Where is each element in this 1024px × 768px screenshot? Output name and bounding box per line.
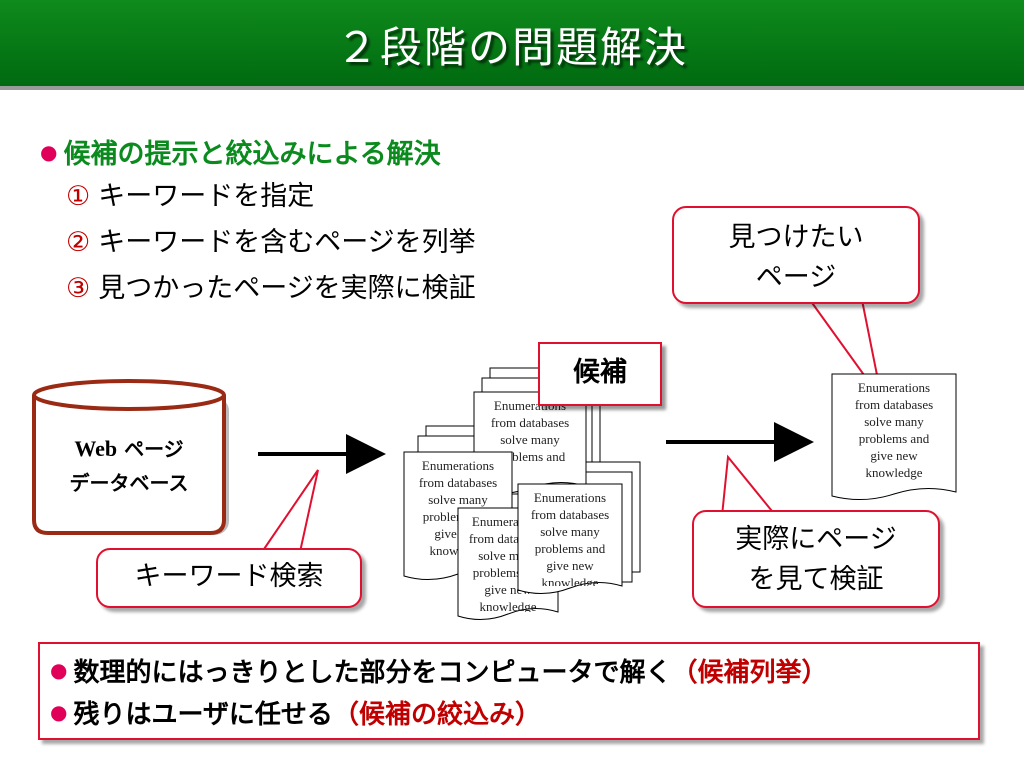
callout-line: 実際にページ	[735, 524, 897, 555]
title-bar: ２段階の問題解決	[0, 0, 1024, 86]
summary-highlight: （候補列挙）	[671, 658, 828, 688]
document-text-line: solve many	[428, 492, 488, 507]
callout-line: を見て検証	[748, 564, 884, 595]
summary-line-1: ●数理的にはっきりとした部分をコンピュータで解く（候補列挙）	[50, 652, 827, 689]
keyword-search-callout: キーワード検索	[96, 548, 362, 608]
verify-callout: 実際にページ を見て検証	[692, 510, 940, 608]
heading-text: 候補の提示と絞込みによる解決	[63, 139, 441, 170]
database-web-text: Web	[74, 436, 118, 461]
step-text: 見つかったページを実際に検証	[98, 273, 476, 304]
target-page-callout: 見つけたい ページ	[672, 206, 920, 304]
document-page-icon: Enumerations from databases solve many prob…	[517, 483, 623, 594]
document-text-line: knowledge	[865, 465, 922, 480]
step-number: ①	[66, 181, 91, 212]
summary-text: 残りはユーザに任せる	[73, 700, 333, 730]
document-text-line: knowledge	[541, 575, 598, 590]
database-cylinder	[32, 379, 229, 535]
document-text-line: from databases	[419, 475, 497, 490]
callout-line: 見つけたい	[728, 222, 864, 253]
document-text-line: Enumerations	[422, 458, 494, 473]
document-text-line: Enumerations	[534, 490, 606, 505]
callout-text: キーワード検索	[134, 561, 324, 592]
document-text-line: problems and	[859, 431, 930, 446]
document-text-line: knowledge	[479, 599, 536, 614]
document-text-line: give new	[546, 558, 594, 573]
document-text-line: solve many	[500, 432, 560, 447]
step-number: ③	[66, 273, 91, 304]
database-label: Web ページ データベース	[34, 432, 224, 500]
summary-text: 数理的にはっきりとした部分をコンピュータで解く	[73, 658, 672, 688]
page-title: ２段階の問題解決	[335, 23, 688, 72]
title-underline	[0, 86, 1024, 90]
summary-highlight: （候補の絞込み）	[332, 700, 541, 730]
callout-line: ページ	[755, 262, 837, 293]
document-text-line: from databases	[531, 507, 609, 522]
document-text-line: from databases	[855, 397, 933, 412]
section-heading: ●候補の提示と絞込みによる解決	[40, 132, 441, 171]
database-page-text: ページ	[124, 437, 184, 461]
step-text: キーワードを指定	[98, 181, 315, 212]
document-text-line: from databases	[491, 415, 569, 430]
step-text: キーワードを含むページを列挙	[98, 227, 476, 258]
summary-line-2: ●残りはユーザに任せる（候補の絞込み）	[50, 694, 541, 731]
document-text-line: solve many	[540, 524, 600, 539]
step-number: ②	[66, 227, 91, 258]
summary-box: ●数理的にはっきりとした部分をコンピュータで解く（候補列挙） ●残りはユーザに任…	[38, 642, 980, 740]
database-name-text: データベース	[69, 471, 189, 495]
bullet-icon: ●	[50, 700, 68, 724]
document-page-icon: Enumerations from databases solve many prob…	[831, 373, 957, 500]
document-text-line: solve many	[864, 414, 924, 429]
candidate-label: 候補	[538, 342, 662, 406]
document-text-line: give new	[870, 448, 918, 463]
bullet-icon: ●	[40, 140, 58, 164]
document-text-line: problems and	[535, 541, 606, 556]
document-text-line: problems and	[495, 449, 566, 464]
bullet-icon: ●	[50, 658, 68, 682]
document-text-line: Enumerations	[858, 380, 930, 395]
